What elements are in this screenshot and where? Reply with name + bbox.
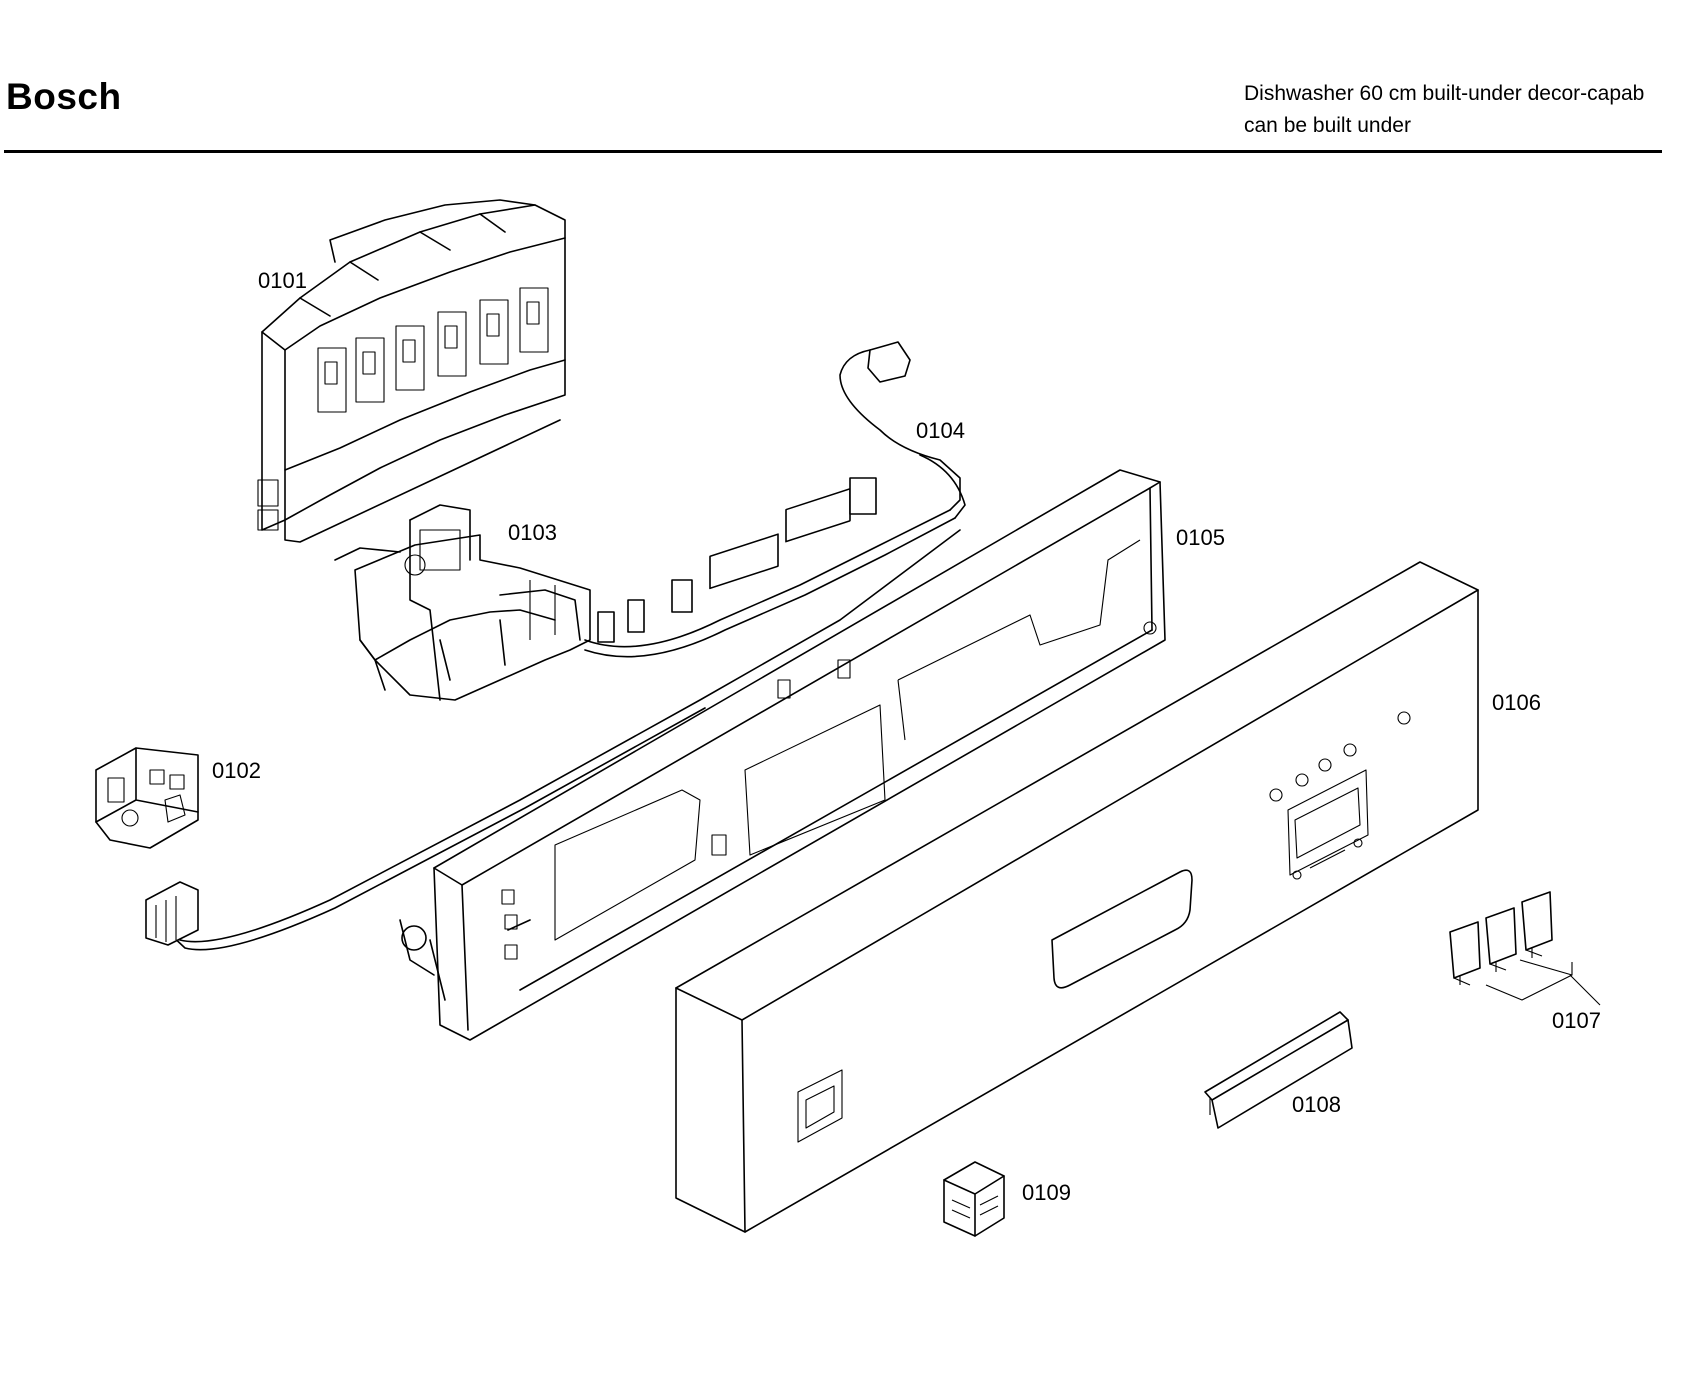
- part-label-0104: 0104: [916, 418, 965, 443]
- part-0104-wiring-harness-drawing: [145, 341, 966, 951]
- part-0109-cap-drawing: [943, 1161, 1005, 1237]
- part-0106-control-panel-drawing: [675, 561, 1479, 1233]
- model-description-line-2: can be built under: [1244, 114, 1411, 137]
- part-label-0107: 0107: [1552, 1008, 1601, 1033]
- part-label-0103: 0103: [508, 520, 557, 545]
- model-description-line-1: Dishwasher 60 cm built-under decor-capab: [1244, 82, 1645, 105]
- part-0102-switch-drawing: [95, 747, 199, 849]
- part-label-0105: 0105: [1176, 525, 1225, 550]
- part-0105-frame-drawing: [399, 469, 1166, 1041]
- part-0101-control-module-drawing: [257, 199, 566, 543]
- part-0108-trim-strip-drawing: [1204, 1011, 1353, 1129]
- part-label-0101: 0101: [258, 268, 307, 293]
- part-label-0106: 0106: [1492, 690, 1541, 715]
- part-0103-switch-block-drawing: [334, 504, 591, 701]
- part-0107-push-buttons-drawing: [1449, 891, 1601, 1006]
- part-label-0102: 0102: [212, 758, 261, 783]
- part-label-0109: 0109: [1022, 1180, 1071, 1205]
- brand-title: Bosch: [6, 76, 122, 117]
- header-divider: [4, 150, 1662, 153]
- part-label-0108: 0108: [1292, 1092, 1341, 1117]
